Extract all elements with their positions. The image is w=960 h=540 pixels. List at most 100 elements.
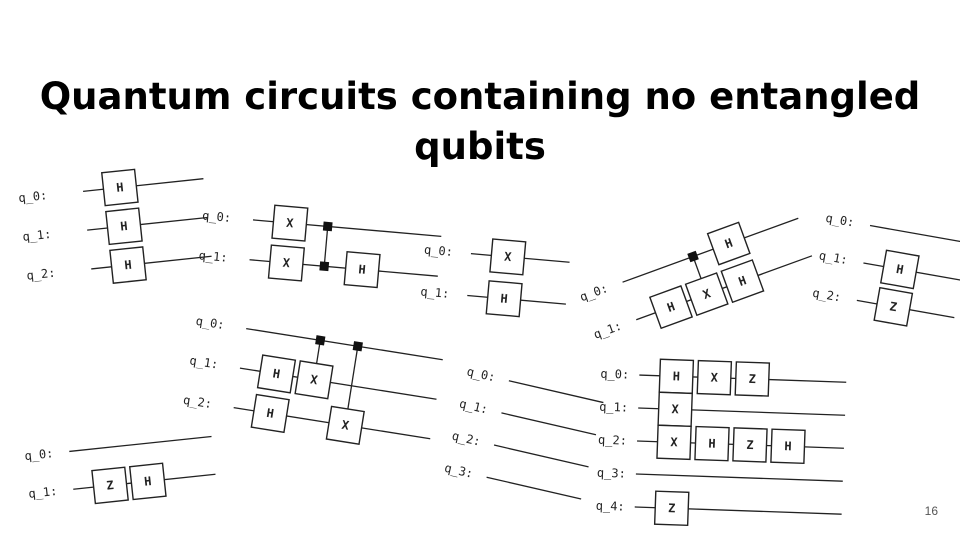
qubit-label: q_0: — [24, 446, 54, 463]
svg-text:Z: Z — [748, 372, 756, 386]
qubit-label: q_2: — [598, 433, 627, 448]
circuit-diagram-9: q_0: q_1: q_2: q_3: q_4: H X X Z X H Z Z H — [596, 358, 847, 527]
gate-h: H — [658, 358, 695, 395]
svg-text:H: H — [895, 262, 905, 277]
qubit-label: q_0: — [195, 314, 226, 332]
svg-text:H: H — [737, 273, 749, 289]
svg-text:H: H — [120, 219, 129, 234]
qubit-label: q_0: — [578, 281, 610, 304]
control-dot — [319, 261, 330, 272]
svg-text:H: H — [665, 299, 677, 315]
qubit-label: q_1: — [599, 400, 628, 415]
svg-text:H: H — [266, 406, 275, 421]
svg-text:H: H — [500, 291, 508, 306]
control-dot — [687, 250, 699, 263]
qubit-label: q_1: — [198, 248, 228, 264]
qubit-wire — [508, 380, 604, 404]
slide-title-line-2: qubits — [414, 125, 546, 168]
gate-x: X — [656, 424, 692, 461]
svg-text:X: X — [341, 418, 351, 433]
qubit-label: q_4: — [596, 499, 625, 514]
gate-x: X — [657, 391, 693, 428]
qubit-wire — [493, 444, 589, 468]
gate-h: H — [706, 221, 751, 266]
svg-text:X: X — [710, 371, 718, 385]
qubit-wire — [635, 473, 843, 482]
gate-x: X — [267, 244, 306, 282]
gate-z: Z — [732, 427, 768, 463]
qubit-wire — [83, 178, 204, 192]
qubit-label: q_2: — [26, 266, 56, 283]
qubit-label: q_3: — [597, 466, 626, 481]
qubit-label: q_3: — [443, 461, 474, 481]
qubit-label: q_2: — [811, 286, 842, 305]
gate-x: X — [325, 405, 365, 445]
svg-text:X: X — [670, 435, 678, 449]
qubit-wire — [91, 255, 212, 270]
gate-h: H — [879, 249, 920, 290]
svg-text:Z: Z — [746, 438, 754, 452]
slide-title-line-1: Quantum circuits containing no entangled — [39, 75, 921, 118]
gate-h: H — [648, 285, 694, 330]
qubit-label: q_2: — [451, 429, 482, 449]
qubit-label: q_1: — [188, 353, 219, 371]
qubit-wire — [69, 435, 212, 453]
gate-x: X — [696, 359, 733, 396]
gate-z: Z — [653, 490, 690, 527]
qubit-label: q_0: — [825, 211, 856, 230]
qubit-label: q_0: — [202, 208, 232, 224]
qubit-wire — [622, 217, 799, 283]
svg-text:X: X — [671, 402, 679, 416]
control-line — [347, 346, 359, 410]
gate-h: H — [128, 462, 167, 501]
qubit-label: q_2: — [182, 393, 213, 411]
svg-text:Z: Z — [106, 478, 115, 493]
circuit-diagram-3: q_0:q_1:XH — [420, 238, 570, 318]
svg-text:H: H — [672, 369, 680, 383]
gate-x: X — [489, 238, 527, 276]
qubit-label: q_0: — [465, 364, 496, 384]
gate-h: H — [720, 259, 765, 304]
qubit-label: q_0: — [600, 367, 629, 382]
gate-h: H — [109, 246, 147, 284]
qubit-label: q_1: — [420, 284, 450, 300]
qubit-label: q_1: — [22, 227, 52, 244]
qubit-wire — [246, 327, 443, 361]
qubit-label: q_1: — [28, 484, 58, 501]
gate-x: X — [294, 360, 334, 400]
circuit-diagram-8: q_0: q_1: q_2: q_3: — [443, 364, 604, 500]
svg-text:H: H — [144, 474, 153, 489]
svg-text:X: X — [504, 250, 513, 265]
gate-h: H — [485, 280, 523, 318]
gate-h: H — [100, 168, 139, 207]
control-line — [323, 226, 329, 267]
svg-text:H: H — [723, 236, 735, 252]
gate-h: H — [105, 207, 143, 246]
gate-h: H — [770, 428, 806, 465]
svg-text:H: H — [124, 258, 133, 273]
svg-text:X: X — [286, 216, 295, 231]
svg-text:H: H — [708, 436, 716, 450]
svg-text:Z: Z — [889, 299, 899, 314]
circuit-diagram-6: q_0: q_1: q_2: H H X X — [182, 314, 443, 445]
qubit-label: q_1: — [458, 396, 489, 416]
gate-h: H — [343, 250, 381, 289]
qubit-wire — [501, 412, 597, 436]
control-dot — [315, 335, 326, 346]
qubit-label: q_1: — [818, 248, 849, 267]
page-number: 16 — [924, 504, 938, 518]
svg-text:X: X — [282, 256, 291, 271]
svg-text:H: H — [272, 366, 281, 381]
qubit-label: q_1: — [592, 319, 624, 342]
svg-text:X: X — [309, 372, 319, 387]
svg-text:Z: Z — [668, 501, 676, 515]
svg-text:H: H — [784, 439, 792, 453]
gate-h: H — [256, 354, 297, 394]
slide-title: Quantum circuits containing no entangled… — [0, 72, 960, 172]
qubit-wire — [486, 476, 582, 500]
control-dot — [322, 221, 333, 232]
qubit-label: q_0: — [18, 188, 48, 205]
qubit-wire — [869, 224, 960, 244]
gate-z: Z — [734, 361, 771, 397]
